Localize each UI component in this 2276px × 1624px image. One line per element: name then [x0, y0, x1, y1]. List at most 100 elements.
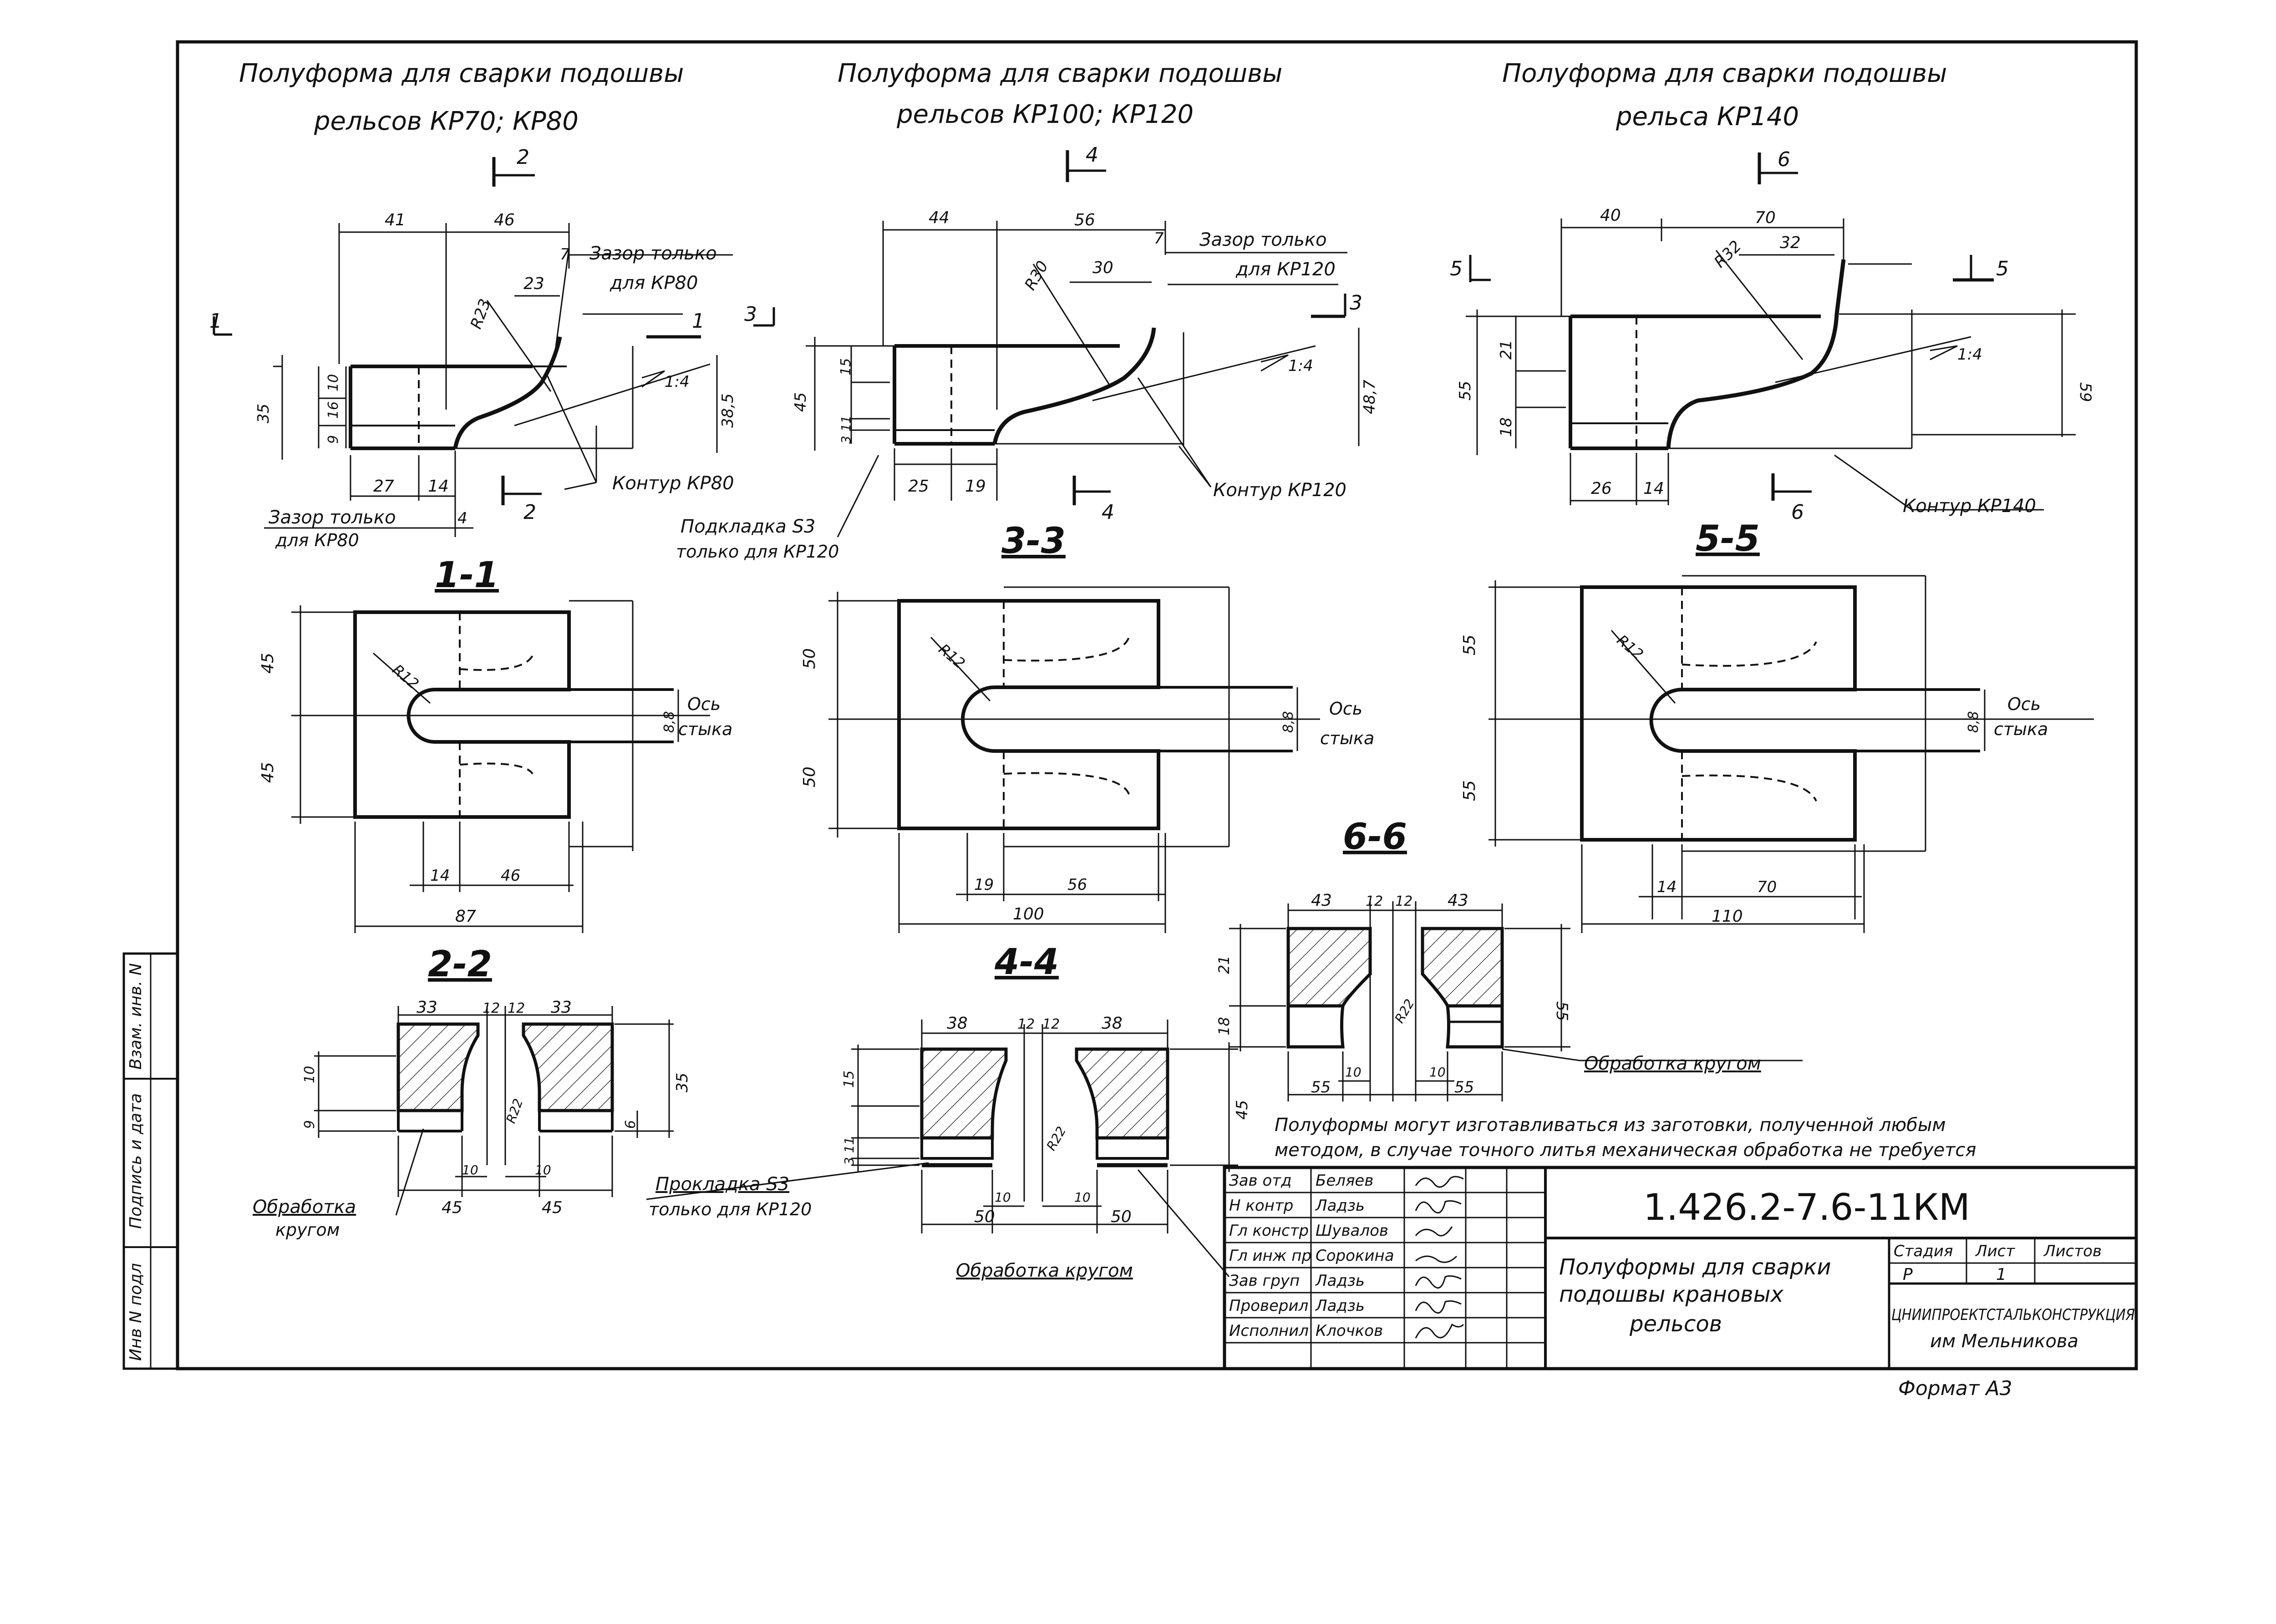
stamp-title-1: Полуформы для сварки: [1559, 1254, 1831, 1280]
sect44-h15: 15: [841, 1071, 857, 1088]
view-a-dim-41: 41: [385, 211, 406, 229]
plan-a-slot: 8,8: [661, 711, 677, 733]
view-b-dim-44: 44: [929, 208, 950, 227]
view-c-dim-59: 59: [2076, 382, 2094, 402]
sect44-b: 12: [1017, 1016, 1035, 1032]
view-a-dim-46: 46: [494, 211, 515, 229]
plan-section-1-1: [291, 600, 710, 933]
plan-section-5-5: [1489, 575, 2094, 933]
sect66-a: 43: [1311, 891, 1332, 910]
view-c-dim-32: 32: [1780, 233, 1801, 252]
sect22-h9: 9: [302, 1120, 318, 1129]
sect22-b: 12: [483, 1000, 500, 1016]
sect66-h18: 18: [1215, 1017, 1233, 1035]
section-title-1-1: 1-1: [435, 555, 499, 596]
cross-section-6-6: [1229, 901, 1803, 1101]
stamp-org-1: ЦНИИПРОЕКТСТАЛЬКОНСТРУКЦИЯ: [1891, 1306, 2135, 1324]
sect22-h6: 6: [623, 1120, 639, 1129]
plan-c-h2: 55: [1460, 780, 1479, 801]
view-a-dim-385: 38,5: [719, 393, 737, 428]
sect22-w1: 45: [442, 1198, 462, 1217]
sect22-d: 33: [551, 998, 572, 1017]
sect44-g2: 10: [1074, 1190, 1091, 1205]
view-c-sec-top: 6: [1778, 148, 1790, 171]
sect44-w1: 50: [974, 1208, 995, 1226]
view-c-dim-70: 70: [1755, 208, 1776, 227]
side-label-inventory: Инв N подл: [127, 1263, 145, 1361]
plan-c-axis1: Ось: [2007, 694, 2041, 714]
view-a-gap-bot-1: Зазор только: [269, 507, 396, 528]
heading-a-line2: рельсов КР70; КР80: [314, 107, 579, 136]
stamp-name-0: Беляев: [1316, 1172, 1373, 1190]
view-b-sec-right: 3: [1350, 291, 1362, 315]
plan-b-axis1: Ось: [1329, 699, 1362, 719]
stamp-role-0: Зав отд: [1229, 1172, 1292, 1190]
stamp-stage-header: Стадия: [1894, 1242, 1953, 1260]
view-b-dim-30: 30: [1092, 259, 1113, 277]
view-a-dim-9: 9: [325, 435, 341, 444]
sect22-proc1: Обработка: [253, 1197, 356, 1218]
note-line-1: Полуформы могут изготавливаться из загот…: [1275, 1115, 1946, 1136]
view-c-dim-21: 21: [1497, 340, 1515, 360]
sect44-h311: 3 11: [842, 1137, 857, 1165]
side-label-signature: Подпись и дата: [127, 1093, 145, 1229]
stamp-role-4: Зав груп: [1229, 1272, 1300, 1290]
plan-a-axis1: Ось: [687, 694, 721, 714]
stamp-name-1: Ладзь: [1315, 1197, 1365, 1215]
view-c-dim-26: 26: [1591, 479, 1612, 498]
view-b-dim-19: 19: [965, 477, 986, 496]
heading-a-line1: Полуформа для сварки подошвы: [239, 59, 684, 88]
view-b-contour: Контур КР120: [1213, 480, 1346, 501]
view-c-dim-40: 40: [1600, 206, 1621, 225]
plan-section-3-3: [828, 586, 1320, 933]
view-c-slope: 1:4: [1957, 345, 1982, 364]
view-a-gap-top-2: для КР80: [610, 273, 698, 294]
plan-a-axis2: стыка: [678, 719, 732, 739]
elevation-view-c: [1466, 152, 2076, 511]
plan-c-h1: 55: [1460, 634, 1479, 655]
sect44-w2: 50: [1111, 1208, 1132, 1226]
stamp-name-5: Ладзь: [1315, 1297, 1365, 1315]
plan-b-slot: 8,8: [1280, 711, 1296, 733]
sect44-pad1: Прокладка S3: [655, 1174, 789, 1195]
view-a-slope: 1:4: [665, 373, 690, 391]
view-a-sec-top: 2: [517, 146, 529, 169]
sect22-h10: 10: [302, 1066, 318, 1083]
stamp-stage: Р: [1903, 1265, 1913, 1284]
view-a-dim-10: 10: [325, 374, 341, 391]
view-a-dim-7: 7: [560, 245, 570, 264]
stamp-org-2: им Мельникова: [1930, 1331, 2078, 1352]
section-title-5-5: 5-5: [1696, 518, 1760, 559]
view-b-dim-25: 25: [908, 477, 929, 496]
stamp-role-2: Гл констр: [1229, 1222, 1309, 1240]
signatures: [1415, 1176, 1464, 1339]
plan-a-h1: 45: [259, 653, 277, 674]
view-a-dim-23: 23: [523, 274, 544, 293]
sect22-proc2: кругом: [275, 1220, 340, 1240]
view-b-gap-top-1: Зазор только: [1199, 229, 1327, 250]
plan-b-h1: 50: [800, 648, 819, 669]
plan-c-total: 110: [1712, 907, 1743, 926]
cross-section-2-2: [314, 1006, 674, 1216]
format-label: Формат А3: [1898, 1377, 2012, 1400]
sect44-h45: 45: [1233, 1100, 1251, 1120]
stamp-name-6: Клочков: [1316, 1322, 1383, 1340]
title-block: [1223, 1166, 2138, 1370]
sect22-h35: 35: [673, 1073, 691, 1092]
sect44-c: 12: [1042, 1016, 1060, 1032]
stamp-name-2: Шувалов: [1316, 1222, 1388, 1240]
plan-b-axis2: стыка: [1320, 728, 1374, 748]
section-title-2-2: 2-2: [428, 944, 492, 985]
stamp-role-3: Гл инж пр: [1229, 1247, 1311, 1265]
sect66-proc: Обработка кругом: [1584, 1053, 1761, 1074]
elevation-view-a: [213, 157, 733, 537]
view-c-sec-bottom: 6: [1791, 501, 1804, 524]
sect44-g1: 10: [995, 1190, 1011, 1205]
view-a-sec-bottom: 2: [523, 501, 536, 524]
sect22-g1: 10: [462, 1162, 478, 1177]
sect66-w2: 55: [1454, 1078, 1474, 1096]
plan-b-w2: 56: [1067, 876, 1087, 894]
view-c-contour: Контур КР140: [1903, 496, 2036, 517]
cross-section-4-4: [646, 1020, 1238, 1277]
sect44-proc: Обработка кругом: [956, 1260, 1133, 1281]
